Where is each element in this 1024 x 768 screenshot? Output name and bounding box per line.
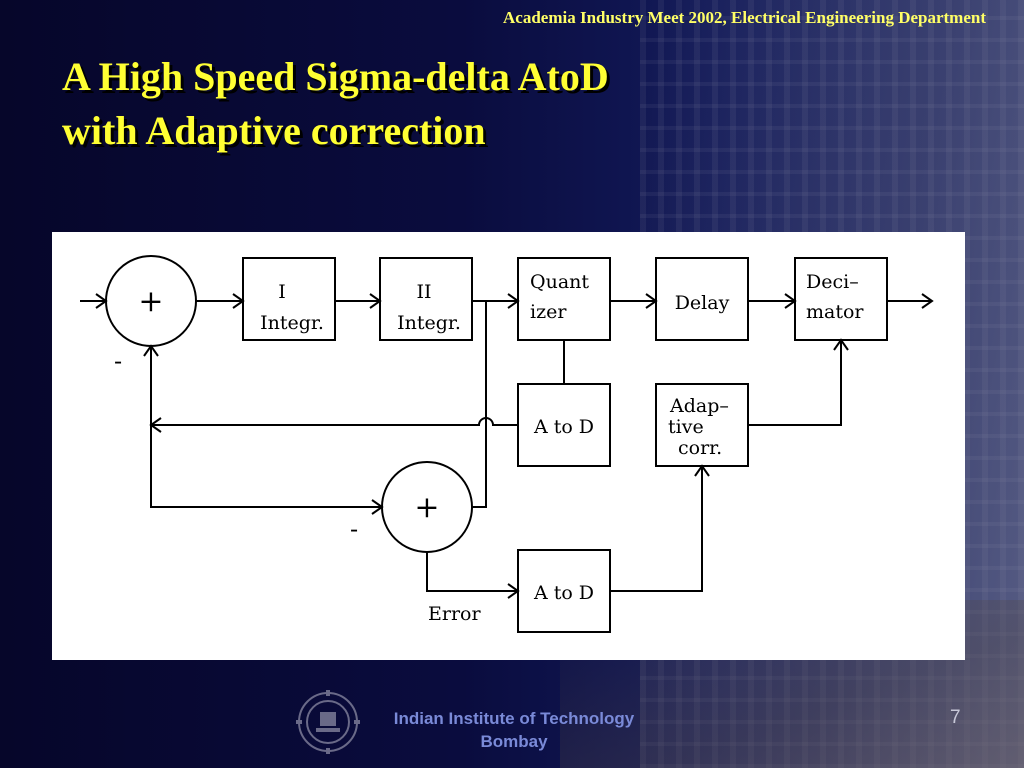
sum1-plus: + — [138, 284, 163, 319]
title-line-1: A High Speed Sigma-delta AtoD — [62, 54, 609, 99]
arrowhead — [507, 293, 520, 309]
page-number: 7 — [950, 707, 961, 728]
arrowhead — [833, 338, 849, 351]
integrator-1-block — [242, 257, 336, 341]
institute-name-line-2: Bombay — [480, 732, 548, 751]
block-diagram-svg: + - + - I Integr. II Integr. Quant izer … — [80, 255, 934, 633]
institute-name-line-1: Indian Institute of Technology — [393, 709, 635, 728]
sum1-minus: - — [114, 347, 122, 375]
integrator-2-label-2: Integr. — [397, 312, 461, 334]
arrowhead — [371, 499, 384, 515]
adaptive-label-2: tive — [668, 416, 704, 438]
feedback-line — [150, 346, 518, 426]
delay-label: Delay — [675, 292, 730, 314]
arrowhead — [921, 293, 934, 309]
arrowhead — [149, 417, 162, 433]
line-feedback-sum2 — [150, 425, 382, 508]
integrator-1-label-1: I — [278, 281, 286, 303]
block-diagram: + - + - I Integr. II Integr. Quant izer … — [52, 232, 965, 660]
line-adaptive-decimator — [748, 340, 842, 426]
arrowhead — [507, 583, 520, 599]
arrowhead — [645, 293, 658, 309]
slide-header: Academia Industry Meet 2002, Electrical … — [503, 8, 986, 27]
sum2-plus: + — [414, 490, 439, 525]
title-line-2: with Adaptive correction — [62, 108, 486, 153]
atod-1-label: A to D — [533, 416, 594, 438]
arrowhead — [95, 293, 108, 309]
error-line — [426, 552, 518, 592]
atod-2-label: A to D — [533, 582, 594, 604]
arrowhead — [232, 293, 245, 309]
iit-bombay-logo — [296, 690, 360, 754]
arrowhead — [784, 293, 797, 309]
slide-title: A High Speed Sigma-delta AtoD with Adapt… — [62, 50, 609, 158]
quantizer-label-2: izer — [530, 301, 567, 323]
sum2-minus: - — [350, 515, 358, 543]
integrator-1-label-2: Integr. — [260, 312, 324, 334]
adaptive-label-1: Adap– — [669, 395, 729, 417]
line-atod2-adaptive — [610, 466, 703, 592]
quantizer-label-1: Quant — [530, 271, 589, 293]
line-integ2-sum2 — [472, 301, 487, 508]
arrowhead — [143, 344, 159, 357]
arrowhead — [694, 464, 710, 477]
integrator-2-label-1: II — [416, 281, 431, 303]
decimator-label-1: Deci– — [806, 271, 859, 293]
decimator-label-2: mator — [806, 301, 864, 323]
institute-name: Indian Institute of Technology Bombay — [372, 707, 656, 753]
error-label: Error — [428, 603, 481, 625]
arrowhead — [369, 293, 382, 309]
adaptive-label-3: corr. — [678, 437, 722, 459]
integrator-2-block — [379, 257, 473, 341]
delay-block — [655, 257, 749, 341]
